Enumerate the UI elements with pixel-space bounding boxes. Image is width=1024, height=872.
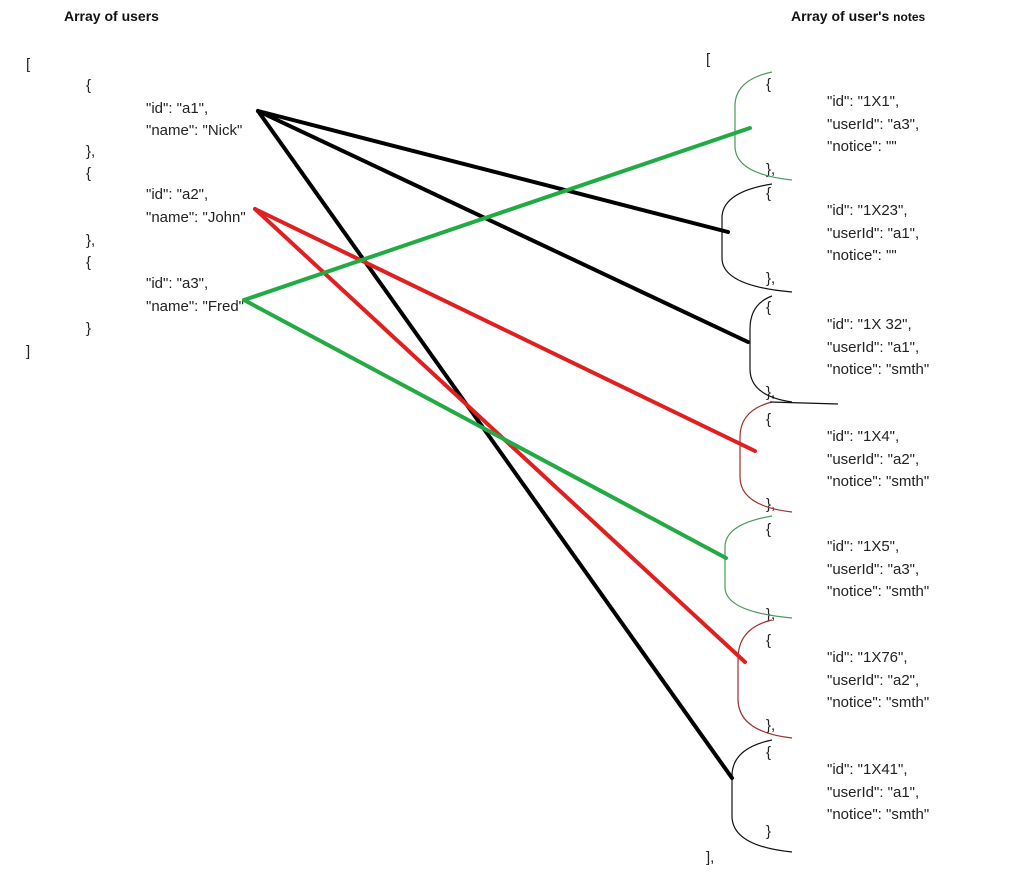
user-name: "name": "John" [146,209,246,226]
note-bracket [724,515,793,619]
note-id: "id": "1X5", [827,538,900,555]
close-brace: }, [766,496,776,513]
users-title: Array of users [64,8,159,24]
note-bracket [739,401,793,513]
link-a1-to-1X23 [256,109,730,234]
open-brace: { [766,185,772,202]
note-id: "id": "1X 32", [827,316,912,333]
note-notice: "notice": "smth" [827,694,930,711]
open-brace: { [766,76,772,93]
note-bracket [737,619,793,739]
note-user-id: "userId": "a1", [827,224,920,242]
note-notice: "notice": "" [827,247,897,264]
link-a1-to-1X32 [256,109,750,344]
notes-title-small: notes [893,10,926,24]
note-user-id: "userId": "a2", [827,671,920,689]
link-a3-to-1X5 [242,298,728,560]
link-a3-to-1X1 [242,126,752,302]
note-notice: "notice": "smth" [827,583,930,600]
close-brace: }, [766,717,776,734]
note-user-id: "userId": "a3", [827,115,920,133]
note-user-id: "userId": "a1", [827,338,920,356]
open-brace: { [86,254,92,271]
user-name: "name": "Nick" [146,122,243,139]
user-id: "id": "a2", [146,186,209,203]
notes-title-main: Array of user's [791,8,890,24]
user-id: "id": "a3", [146,275,209,292]
open-bracket: [ [706,51,711,68]
bracket-tick [769,401,839,405]
note-id: "id": "1X1", [827,93,900,110]
note-notice: "notice": "smth" [827,806,930,823]
note-id: "id": "1X4", [827,428,900,445]
close-brace: }, [766,384,776,401]
open-brace: { [766,411,772,428]
user-id: "id": "a1", [146,100,209,117]
close-brace: }, [86,143,96,160]
link-a2-to-1X4 [253,207,757,453]
note-notice: "notice": "" [827,138,897,155]
link-a1-to-1X41 [256,109,734,780]
close-brace: }, [766,161,776,178]
note-notice: "notice": "smth" [827,361,930,378]
close-brace: }, [766,270,776,287]
note-notice: "notice": "smth" [827,473,930,490]
close-brace: } [766,823,772,840]
open-brace: { [766,299,772,316]
note-id: "id": "1X76", [827,649,908,666]
note-bracket [734,71,793,181]
note-bracket [749,295,793,403]
notes-title: Array of user's notes [791,8,925,24]
close-brace: }, [86,232,96,249]
open-brace: { [86,165,92,182]
close-bracket: ] [26,343,31,360]
note-user-id: "userId": "a2", [827,450,920,468]
open-brace: { [766,521,772,538]
note-bracket [721,183,793,293]
close-bracket: ], [706,849,715,866]
close-brace: }, [766,606,776,623]
user-name: "name": "Fred" [146,298,244,315]
note-user-id: "userId": "a3", [827,560,920,578]
note-user-id: "userId": "a1", [827,783,920,801]
open-brace: { [766,744,772,761]
note-id: "id": "1X41", [827,761,908,778]
open-brace: { [86,77,92,94]
close-brace: } [86,320,92,337]
note-id: "id": "1X23", [827,202,908,219]
note-bracket [731,739,793,853]
open-brace: { [766,632,772,649]
open-bracket: [ [26,56,31,73]
